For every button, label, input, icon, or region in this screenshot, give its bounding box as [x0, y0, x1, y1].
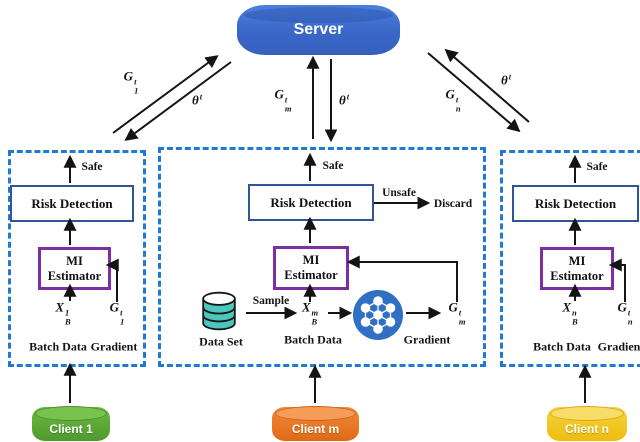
sample-label: Sample: [252, 295, 290, 307]
safe-label-mid: Safe: [322, 160, 344, 172]
database-icon: [202, 291, 236, 331]
client1-panel: [8, 150, 146, 367]
unsafe-label: Unsafe: [382, 187, 416, 199]
dataset-caption: Data Set: [199, 334, 243, 349]
clientn-panel: [500, 150, 640, 367]
risk-detection-label-mid: Risk Detection: [270, 194, 352, 210]
server-label: Server: [293, 21, 344, 38]
risk-detection-box-right: Risk Detection: [512, 185, 639, 222]
mi-estimator-box-mid: MI Estimator: [273, 246, 349, 290]
downlink-arrow-clientn: [427, 52, 521, 133]
downlink-label-client1: θt: [191, 91, 203, 108]
clientn-label: Client n: [565, 422, 609, 436]
safe-label-right: Safe: [586, 161, 608, 173]
risk-detection-box-left: Risk Detection: [10, 185, 134, 222]
batch-data-caption-right: Batch Data: [533, 339, 591, 354]
client1-cylinder: Client 1: [32, 406, 110, 441]
downlink-label-clientm: θt: [338, 91, 350, 108]
mi-estimator-box-left: MI Estimator: [38, 247, 111, 290]
clientm-cylinder: Client m: [272, 406, 359, 441]
gradient-caption-right: Gradient: [597, 339, 640, 354]
risk-detection-label-left: Risk Detection: [31, 195, 113, 211]
clientn-cylinder: Client n: [547, 406, 627, 441]
batch-data-caption-left: Batch Data: [29, 339, 87, 354]
gradient-caption-left: Gradient: [90, 339, 138, 354]
server-cylinder: Server: [237, 5, 400, 55]
mi-estimator-box-right: MI Estimator: [540, 247, 614, 290]
downlink-label-clientn: θt: [500, 71, 512, 88]
downlink-arrow-client1: [124, 61, 232, 141]
risk-detection-box-mid: Risk Detection: [248, 184, 374, 221]
risk-detection-label-right: Risk Detection: [534, 195, 617, 211]
discard-label: Discard: [433, 198, 473, 210]
safe-label-left: Safe: [81, 161, 103, 173]
neural-network-icon: [353, 290, 403, 340]
batch-data-caption-mid: Batch Data: [284, 332, 342, 347]
gradient-caption-mid: Gradient: [403, 332, 451, 347]
clientm-label: Client m: [291, 422, 340, 436]
clientm-panel: [158, 147, 486, 367]
client1-label: Client 1: [49, 422, 93, 436]
